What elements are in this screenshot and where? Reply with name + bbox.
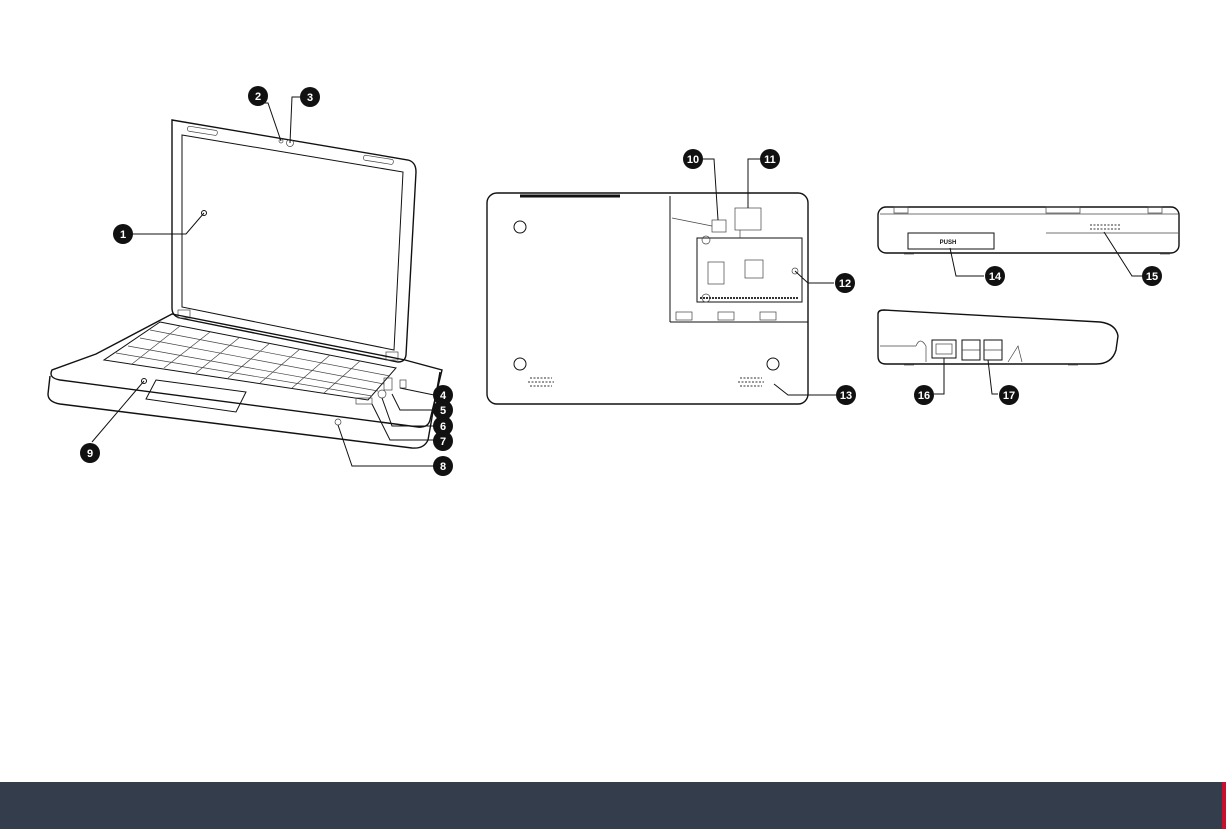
- svg-text:1: 1: [120, 229, 126, 241]
- footer-accent: [1222, 782, 1226, 829]
- callout-3: 3: [300, 87, 320, 107]
- svg-text:8: 8: [440, 461, 446, 473]
- svg-text:10: 10: [687, 154, 699, 166]
- side-view-illustration: [878, 310, 1118, 365]
- svg-text:11: 11: [764, 154, 776, 166]
- svg-text:5: 5: [440, 405, 446, 417]
- footer-bar: [0, 782, 1222, 829]
- svg-text:9: 9: [87, 448, 93, 460]
- callouts: 1 2 3 4 5 6 7 8 9 10 11 12 13 14 15 16 1…: [80, 86, 1162, 476]
- callout-12: 12: [835, 273, 855, 293]
- svg-text:12: 12: [839, 278, 851, 290]
- push-label: PUSH: [940, 240, 957, 246]
- callout-1: 1: [113, 224, 133, 244]
- front-view-illustration: PUSH: [878, 207, 1179, 254]
- callout-13: 13: [836, 385, 856, 405]
- laptop-illustration: [48, 120, 442, 448]
- leader-lines-laptop: [92, 97, 434, 466]
- bottom-view-illustration: [487, 193, 808, 404]
- callout-7: 7: [433, 431, 453, 451]
- svg-text:7: 7: [440, 436, 446, 448]
- callout-8: 8: [433, 456, 453, 476]
- svg-text:3: 3: [307, 92, 313, 104]
- svg-text:17: 17: [1003, 390, 1015, 402]
- callout-11: 11: [760, 149, 780, 169]
- svg-text:14: 14: [989, 271, 1002, 283]
- callout-14: 14: [985, 266, 1005, 286]
- svg-text:2: 2: [255, 91, 261, 103]
- callout-9: 9: [80, 443, 100, 463]
- svg-text:16: 16: [918, 390, 930, 402]
- svg-text:13: 13: [840, 390, 852, 402]
- laptop-diagram: PUSH 1 2 3 4 5 6 7: [0, 0, 1226, 780]
- callout-17: 17: [999, 385, 1019, 405]
- callout-10: 10: [683, 149, 703, 169]
- leader-lines-front: [950, 232, 1142, 276]
- callout-15: 15: [1142, 266, 1162, 286]
- callout-16: 16: [914, 385, 934, 405]
- svg-text:15: 15: [1146, 271, 1158, 283]
- callout-2: 2: [248, 86, 268, 106]
